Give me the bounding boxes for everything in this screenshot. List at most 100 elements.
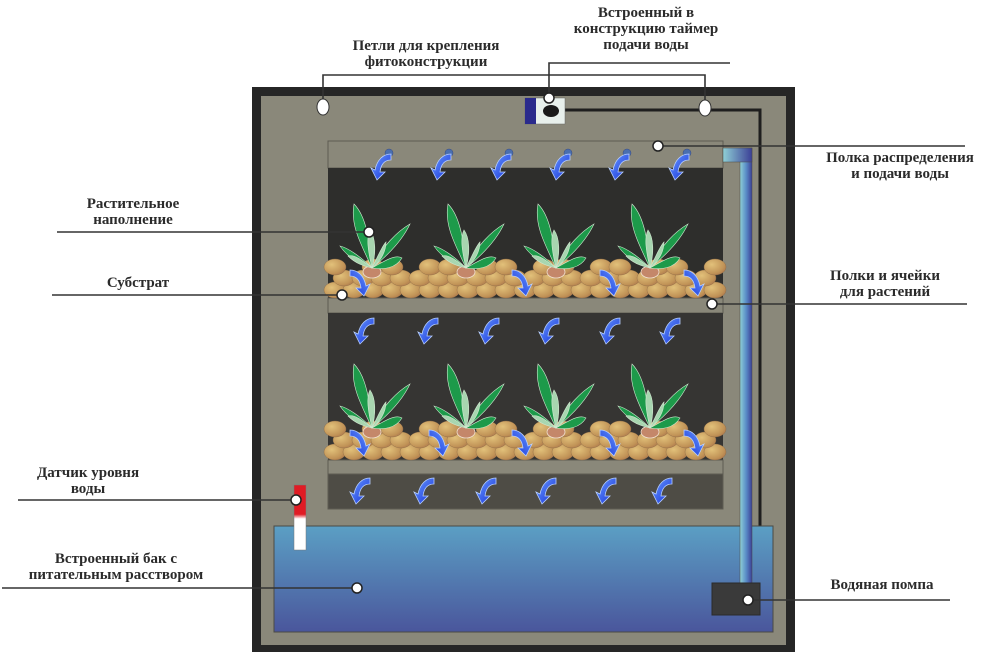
arrow-shape: [349, 477, 371, 505]
arrow-shape: [413, 477, 435, 505]
plant-leaf: [555, 416, 587, 429]
arrow-shape: [595, 477, 617, 505]
pebble: [494, 258, 518, 276]
plant-leaf: [625, 415, 651, 429]
arrow-shape: [349, 269, 371, 297]
plant: [523, 363, 595, 439]
water-arrow: [595, 477, 617, 505]
label-pump: Водяная помпа: [830, 577, 934, 593]
label-plant-shelves: Полки и ячейки для растений: [830, 268, 940, 300]
supply-pipe-horizontal: [722, 147, 753, 163]
plant-leaf: [649, 416, 681, 429]
water-arrow: [668, 153, 690, 181]
drain-area: [327, 473, 724, 510]
arrow-shape: [668, 153, 690, 181]
arrow-shape: [599, 317, 621, 345]
leader-hinges: [322, 74, 706, 100]
plant: [617, 363, 689, 439]
supply-pipe-vertical: [739, 147, 753, 589]
pebble: [323, 420, 347, 438]
plant: [433, 203, 505, 279]
plant-leaf: [649, 256, 681, 269]
pebble: [703, 420, 727, 438]
pebble: [418, 258, 442, 276]
plant-leaf: [645, 229, 654, 270]
arrow-shape: [490, 153, 512, 181]
arrow-shape: [599, 269, 621, 297]
water-arrow: [511, 429, 533, 457]
arrow-shape: [430, 153, 452, 181]
plant-leaf: [461, 389, 470, 430]
water-arrow: [659, 317, 681, 345]
pebble: [608, 258, 632, 276]
dot-pump: [742, 594, 754, 606]
water-arrow: [683, 429, 705, 457]
hinge-right: [698, 99, 712, 117]
dot-level-sensor: [290, 494, 302, 506]
plant-leaf: [555, 401, 571, 429]
plant-leaf: [649, 241, 665, 269]
water-arrow: [475, 477, 497, 505]
label-tank: Встроенный бак с питательным расствором: [28, 551, 204, 583]
plant-leaf: [347, 255, 373, 269]
water-arrow: [428, 429, 450, 457]
plant: [339, 203, 411, 279]
arrow-shape: [608, 153, 630, 181]
leader-timer: [548, 62, 730, 95]
plants-group: [339, 203, 689, 439]
water-arrow: [413, 477, 435, 505]
plant-leaf: [551, 229, 560, 270]
plant-leaf: [367, 389, 376, 430]
label-hinges: Петли для крепления фитоконструкции: [352, 38, 500, 70]
water-arrow: [608, 153, 630, 181]
label-substrate: Субстрат: [106, 275, 170, 291]
water-arrow: [349, 269, 371, 297]
pebble: [608, 420, 632, 438]
dot-timer: [543, 92, 555, 104]
pebble: [703, 443, 727, 461]
water-arrow: [538, 317, 560, 345]
plant-leaf: [371, 416, 403, 429]
plant-leaf: [531, 415, 557, 429]
water-arrow: [417, 317, 439, 345]
plant-shelf-upper: [327, 297, 724, 314]
dot-plant-fill: [363, 226, 375, 238]
arrow-shape: [349, 429, 371, 457]
callout-dots: [290, 92, 754, 606]
pebble: [494, 420, 518, 438]
plant-leaf: [555, 241, 571, 269]
plant-shelf-lower: [327, 459, 724, 475]
water-flow-arrows: [349, 148, 705, 505]
arrow-shape: [353, 317, 375, 345]
plant-leaf: [371, 401, 387, 429]
leader-lines: [2, 62, 967, 601]
plant-leaf: [371, 256, 403, 269]
plant-leaf: [461, 229, 470, 270]
arrow-shape: [651, 477, 673, 505]
label-level-sensor: Датчик уровня воды: [36, 465, 140, 497]
water-arrow: [599, 317, 621, 345]
plant-leaf: [347, 415, 373, 429]
plant-leaf: [465, 416, 497, 429]
arrow-shape: [538, 317, 560, 345]
dot-substrate: [336, 289, 348, 301]
plant-leaf: [531, 255, 557, 269]
arrow-shape: [478, 317, 500, 345]
water-arrow: [349, 429, 371, 457]
arrow-shape: [370, 153, 392, 181]
plant-leaf: [551, 389, 560, 430]
dot-plant-shelves: [706, 298, 718, 310]
plant-leaf: [645, 389, 654, 430]
plant-leaf: [649, 401, 665, 429]
water-arrow: [683, 269, 705, 297]
water-arrow: [599, 429, 621, 457]
water-arrow: [535, 477, 557, 505]
plant: [523, 203, 595, 279]
water-arrow: [490, 153, 512, 181]
arrow-shape: [475, 477, 497, 505]
arrow-shape: [683, 269, 705, 297]
pebble: [323, 258, 347, 276]
plant-leaf: [555, 256, 587, 269]
label-distribution-shelf: Полка распределения и подачи воды: [826, 150, 974, 182]
water-arrow: [349, 477, 371, 505]
